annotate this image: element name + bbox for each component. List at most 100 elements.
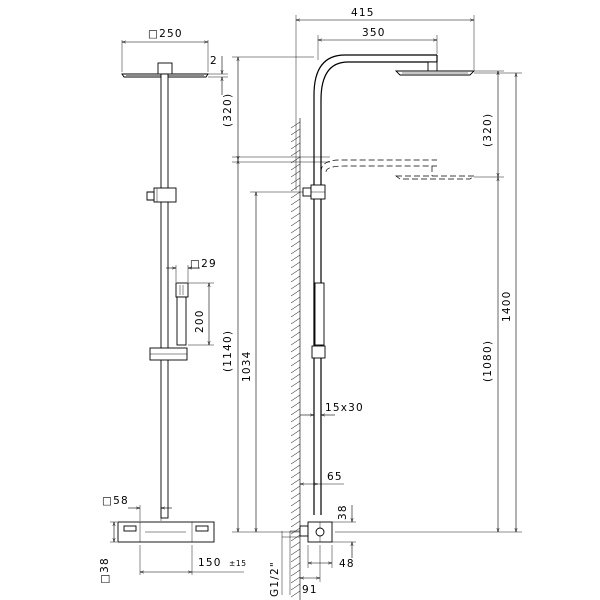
wall-hatch-line [290, 513, 301, 521]
side-wall-distance-label: 91 [302, 584, 318, 596]
wall-hatch-line [290, 149, 301, 157]
wall-hatch-line [290, 450, 301, 458]
wall-hatch-line [290, 345, 301, 353]
wall-hatch-line [290, 429, 301, 437]
side-mixer [290, 521, 333, 543]
wall-hatch-line [290, 520, 301, 528]
wall-hatch-line [290, 471, 301, 479]
wall-hatch-line [290, 562, 301, 570]
wall-hatch-line [290, 394, 301, 402]
side-shower-head-lowered [320, 159, 476, 180]
wall-hatch-line [290, 261, 301, 269]
wall-hatch-line [290, 576, 301, 584]
wall-hatch-line [290, 247, 301, 255]
side-riser [313, 54, 438, 515]
wall-hatch-line [290, 296, 301, 304]
front-riser [160, 73, 169, 519]
wall-hatch-line [290, 282, 301, 290]
side-overall-projection-label: 415 [351, 7, 375, 19]
wall [290, 118, 301, 600]
side-bracket-offset-label: 65 [327, 471, 343, 483]
wall-hatch-line [290, 408, 301, 416]
side-bar-height-label: 1034 [241, 350, 253, 382]
wall-hatch-line [290, 275, 301, 283]
wall-hatch-line [290, 492, 301, 500]
wall-hatch-line [290, 534, 301, 542]
front-mixer-depth-label: □38 [99, 557, 111, 584]
wall-hatch-line [290, 478, 301, 486]
wall-hatch-line [290, 324, 301, 332]
wall-hatch-line [290, 352, 301, 360]
side-hand-shower [311, 282, 326, 359]
wall-hatch-line [290, 121, 301, 129]
front-mixer-width-label: □58 [102, 495, 129, 507]
wall-hatch-line [290, 170, 301, 178]
side-view: 415 350 (320) 1400 (1080) (320) (1140) [222, 7, 522, 600]
wall-hatch-line [290, 569, 301, 577]
wall-hatch-line [290, 219, 301, 227]
front-handshower-width-label: □29 [190, 258, 217, 270]
wall-hatch-line [290, 380, 301, 388]
front-hand-shower [175, 282, 189, 346]
front-head-thickness-label: 2 [210, 55, 218, 67]
side-connection-label: G1/2" [269, 561, 281, 597]
wall-hatch-line [290, 289, 301, 297]
wall-hatch-line [290, 191, 301, 199]
wall-hatch-line [290, 317, 301, 325]
side-tube-section-label: 15x30 [325, 402, 364, 414]
wall-hatch-line [290, 135, 301, 143]
side-shower-head [394, 61, 476, 76]
wall-hatch-line [290, 338, 301, 346]
wall-hatch-line [290, 310, 301, 318]
side-head-drop-left-label: (320) [222, 93, 234, 127]
wall-hatch-line [290, 233, 301, 241]
wall-hatch-line [290, 163, 301, 171]
wall-hatch-line [290, 464, 301, 472]
wall-hatch-line [290, 541, 301, 549]
wall-hatch-line [290, 226, 301, 234]
front-inlet-spacing-label: 150 [198, 557, 222, 569]
wall-hatch-line [290, 583, 301, 591]
wall-hatch-line [290, 548, 301, 556]
front-head-width-label: □250 [148, 28, 183, 40]
front-mixer [117, 521, 215, 543]
wall-hatch-line [290, 212, 301, 220]
wall-hatch-line [290, 331, 301, 339]
wall-hatch-line [290, 254, 301, 262]
wall-hatch-line [290, 457, 301, 465]
side-diverter [302, 184, 326, 200]
wall-hatch-line [290, 177, 301, 185]
wall-hatch-line [290, 128, 301, 136]
side-riser-height-label: (1140) [222, 330, 234, 372]
wall-hatch-line [290, 366, 301, 374]
front-view: □250 2 □29 200 □58 □38 150 [99, 28, 247, 584]
wall-hatch-line [290, 268, 301, 276]
wall-hatch-line [290, 142, 301, 150]
wall-hatch-line [290, 506, 301, 514]
front-inlet-tolerance-label: ±15 [229, 559, 247, 568]
wall-hatch-line [290, 436, 301, 444]
wall-hatch-line [290, 443, 301, 451]
wall-hatch-line [290, 184, 301, 192]
side-mixer-offset-label: 48 [339, 558, 355, 570]
side-mixer-height-label: 38 [337, 504, 349, 520]
wall-hatch-line [290, 499, 301, 507]
wall-hatch-line [290, 590, 301, 598]
front-diverter [146, 187, 177, 203]
side-head-drop-label: (320) [482, 113, 494, 147]
wall-hatch-line [290, 422, 301, 430]
front-handshower-length-label: 200 [194, 309, 206, 333]
front-slider [149, 347, 188, 361]
side-overall-height-label: 1400 [501, 290, 513, 322]
wall-hatch-line [290, 387, 301, 395]
wall-hatch-line [290, 198, 301, 206]
wall-hatch-line [290, 303, 301, 311]
side-arm-length-label: 350 [362, 27, 386, 39]
wall-hatch-line [290, 240, 301, 248]
side-lower-height-label: (1080) [482, 340, 494, 382]
wall-hatch-line [290, 555, 301, 563]
wall-hatch-line [290, 359, 301, 367]
wall-hatch-line [290, 205, 301, 213]
